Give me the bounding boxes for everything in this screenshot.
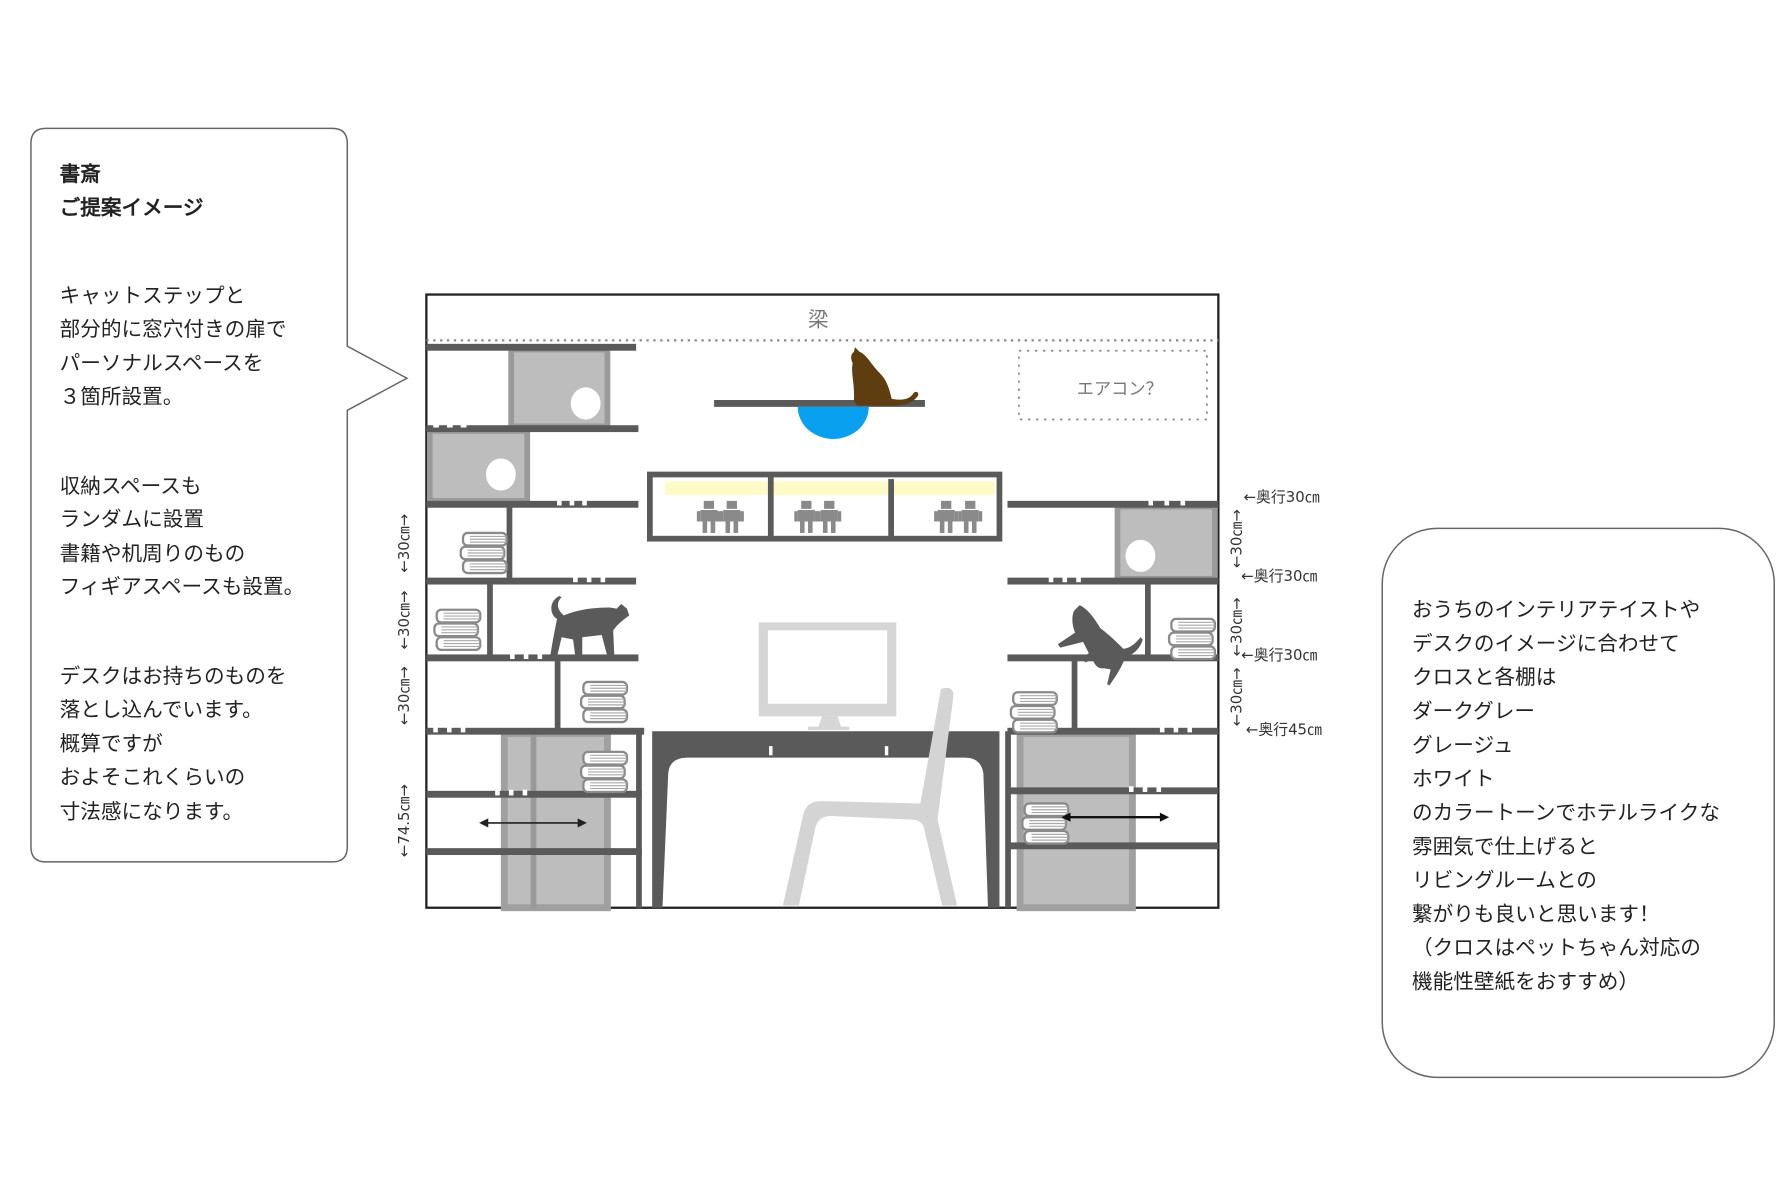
- cat-silhouette-left: [550, 595, 630, 657]
- cat-box-2: [426, 428, 531, 504]
- dimension-label: ←30㎝→: [1227, 598, 1245, 657]
- left-note-text: 書斎 ご提案イメージ キャットステップと 部分的に窓穴付きの扉で パーソナルスペ…: [60, 162, 305, 823]
- right-height-dimensions: ←30㎝→ ←30㎝→ ←30㎝→: [1227, 509, 1245, 726]
- beam-label: 梁: [808, 308, 829, 332]
- note-line: 繋がりも良いと思います！: [1412, 902, 1660, 926]
- cat-box-3: [1114, 503, 1218, 582]
- cat-step-shelf: [714, 400, 925, 407]
- depth-label: ←奥行30㎝: [1241, 567, 1317, 585]
- book-stack-icon: [1167, 617, 1217, 661]
- book-stack-icon: [1009, 691, 1058, 734]
- note-line: おうちのインテリアテイストや: [1412, 598, 1700, 622]
- note-line: 収納スペースも: [60, 474, 202, 498]
- note-subtitle: ご提案イメージ: [60, 195, 204, 219]
- depth-label: ←奥行45㎝: [1246, 721, 1322, 739]
- figure-display-shelf: [647, 471, 1003, 542]
- dimension-label: ←30㎝→: [395, 514, 413, 573]
- cat-bowl: [797, 406, 869, 439]
- note-line: （クロスはペットちゃん対応の: [1412, 936, 1701, 960]
- monitor: [758, 622, 897, 731]
- desk: [652, 731, 1000, 908]
- depth-label: ←奥行30㎝: [1244, 488, 1320, 506]
- right-sliding-door-arrow: [1061, 812, 1170, 822]
- book-stacks: [433, 531, 1217, 845]
- left-shelves: [426, 343, 645, 908]
- note-line: クロスと各棚は: [1412, 665, 1556, 689]
- robot-figures: [696, 500, 983, 533]
- robot-figure-icon: [794, 500, 819, 533]
- shelf-gaps: [433, 424, 1192, 796]
- left-height-dimensions: ←30㎝→ ←30㎝→ ←30㎝→ ←74.5㎝→: [395, 514, 413, 857]
- robot-figure-icon: [934, 500, 959, 533]
- right-note-box: [1381, 527, 1775, 1079]
- note-line: ダークグレー: [1412, 699, 1535, 723]
- book-stack-icon: [579, 680, 629, 724]
- note-line: パーソナルスペースを: [60, 351, 264, 375]
- dimension-label: ←30㎝→: [395, 591, 413, 650]
- note-line: ３箇所設置。: [60, 384, 184, 408]
- note-line: 書籍や机周りのもの: [60, 541, 246, 565]
- dimension-label: ←30㎝→: [1227, 667, 1245, 726]
- note-line: 概算ですが: [60, 732, 164, 756]
- note-line: キャットステップと: [60, 284, 246, 308]
- depth-label: ←奥行30㎝: [1241, 646, 1317, 664]
- robot-figure-icon: [817, 500, 842, 533]
- cat-silhouette-right: [1057, 605, 1143, 686]
- cat-silhouette-top: [851, 347, 919, 406]
- note-line: 部分的に窓穴付きの扉で: [60, 317, 287, 341]
- note-line: 寸法感になります。: [60, 799, 244, 823]
- book-stack-icon: [1021, 802, 1070, 845]
- note-line: 落とし込んでいます。: [60, 697, 263, 721]
- robot-figure-icon: [696, 500, 721, 533]
- note-line: 機能性壁紙をおすすめ）: [1412, 970, 1639, 994]
- note-title: 書斎: [60, 162, 102, 186]
- note-line: 雰囲気で仕上げると: [1412, 834, 1598, 858]
- note-line: ホワイト: [1412, 767, 1495, 791]
- dimension-label: ←30㎝→: [1227, 509, 1245, 568]
- dimension-label: ←30㎝→: [395, 666, 413, 725]
- book-stack-icon: [433, 608, 482, 652]
- note-line: リビングルームとの: [1412, 868, 1597, 892]
- note-line: およそこれくらいの: [60, 765, 246, 789]
- robot-figure-icon: [958, 500, 983, 533]
- note-line: のカラートーンでホテルライクな: [1412, 800, 1720, 824]
- note-line: ランダムに設置: [60, 507, 204, 531]
- chair: [782, 687, 958, 906]
- right-note-text: おうちのインテリアテイストやデスクのイメージに合わせてクロスと各棚はダークグレー…: [1412, 598, 1720, 994]
- left-speech-bubble: [30, 127, 409, 863]
- aircon-label: エアコン？: [1077, 379, 1163, 399]
- cat-box-1: [508, 346, 611, 430]
- book-stack-icon: [459, 531, 508, 575]
- note-line: デスクのイメージに合わせて: [1412, 631, 1680, 655]
- book-stack-icon: [579, 750, 629, 794]
- note-line: グレージュ: [1412, 733, 1513, 757]
- note-line: デスクはお持ちのものを: [60, 664, 287, 688]
- depth-labels: ←奥行30㎝ ←奥行30㎝ ←奥行30㎝ ←奥行45㎝: [1241, 488, 1322, 739]
- left-sliding-door-arrow: [479, 818, 587, 828]
- robot-figure-icon: [719, 500, 744, 533]
- note-line: フィギアスペースも設置。: [60, 575, 305, 599]
- dimension-label: ←74.5㎝→: [395, 784, 413, 857]
